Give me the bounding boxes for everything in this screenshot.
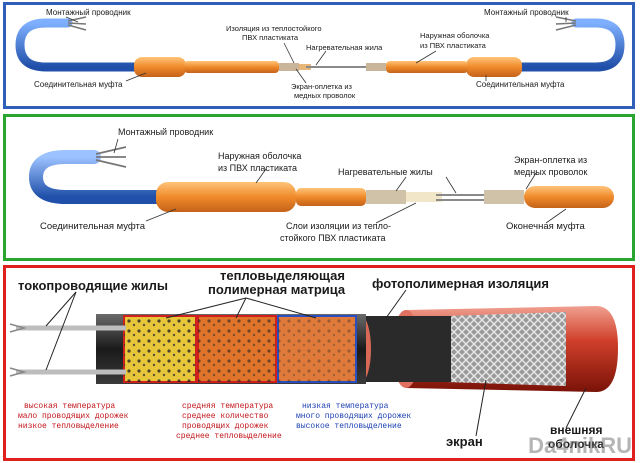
label-coupling: Соединительная муфта xyxy=(40,221,146,232)
label-mount-left: Монтажный проводник xyxy=(46,8,131,17)
braid-segment xyxy=(366,63,386,71)
zone-high-line-1: высокая температура xyxy=(24,402,115,411)
label-insulation-1: Изоляция из теплостойкого xyxy=(226,24,322,33)
label-matrix-2: полимерная матрица xyxy=(208,282,346,297)
coupling xyxy=(156,182,296,212)
label-end-coupling: Оконечная муфта xyxy=(506,221,586,232)
label-screen-2: медных проволок xyxy=(514,167,587,177)
label-outer-2: из ПВХ пластиката xyxy=(420,41,487,50)
zone-caption-mid: средняя температура среднее количество п… xyxy=(176,402,282,441)
outer-sheath xyxy=(296,188,366,206)
zone-low-line-3: высокое тепловыделение xyxy=(296,422,402,431)
wire-ends xyxy=(95,146,127,168)
zone-mid-line-4: среднее тепловыделение xyxy=(176,432,282,441)
zone-low-line-2: много проводящих дорожек xyxy=(296,412,411,421)
label-heating-cores: Нагревательные жилы xyxy=(338,167,433,177)
photopolymer-insulation xyxy=(361,316,451,382)
insulation-layer xyxy=(406,192,442,202)
diagram-cable-2: Монтажный проводник Наружная оболочка из… xyxy=(28,127,614,243)
label-insulation-1: Слои изоляции из тепло- xyxy=(286,221,391,231)
coupling-right xyxy=(466,57,522,77)
label-outer-2: из ПВХ пластиката xyxy=(218,163,297,173)
panel-self-regulating-cable: токопроводящие жилы тепловыделяющая поли… xyxy=(3,265,635,461)
label-outer-1: Наружная оболочка xyxy=(218,151,301,161)
label-outer-1: Наружная оболочка xyxy=(420,31,490,40)
mounting-wire-left xyxy=(15,18,141,72)
mounting-wire-right xyxy=(511,18,625,72)
panel-heating-cable-middle: Монтажный проводник Наружная оболочка из… xyxy=(3,114,635,261)
zone-caption-low: низкая температура много проводящих доро… xyxy=(296,402,411,431)
label-coupling-left: Соединительная муфта xyxy=(34,80,123,89)
conductor-strands xyxy=(9,323,27,377)
braid-segment xyxy=(279,63,299,71)
zone-low-line-1: низкая температура xyxy=(302,402,389,411)
cable-segment xyxy=(184,61,279,73)
diagram-self-regulating: токопроводящие жилы тепловыделяющая поли… xyxy=(9,268,618,451)
label-screen: экран xyxy=(446,434,483,449)
label-matrix-1: тепловыделяющая xyxy=(220,268,345,283)
zone-mid-line-2: среднее количество xyxy=(182,412,269,421)
braid-segment xyxy=(484,190,524,204)
panel-heating-cable-top: Монтажный проводник Монтажный проводник … xyxy=(3,2,635,109)
label-mount-right: Монтажный проводник xyxy=(484,8,569,17)
mounting-wire xyxy=(28,150,173,204)
zone-high-line-2: мало проводящих дорожек xyxy=(18,412,129,421)
label-screen-1: Экран-оплетка из xyxy=(514,155,587,165)
label-mount: Монтажный проводник xyxy=(118,127,213,137)
label-heating-core: Нагревательная жила xyxy=(306,43,383,52)
label-insulation-2: стойкого ПВХ пластиката xyxy=(280,233,386,243)
zone-high-line-3: низкое тепловыделение xyxy=(18,422,119,431)
insulation-segment xyxy=(299,64,311,70)
label-screen-1: Экран-оплетка из xyxy=(291,82,353,91)
cable-segment xyxy=(386,61,468,73)
zone-caption-high: высокая температура мало проводящих доро… xyxy=(18,402,129,431)
screen-braid xyxy=(446,312,566,386)
coupling-left xyxy=(134,57,186,77)
zone-mid-line-3: проводящих дорожек xyxy=(182,422,269,431)
label-insulation-2: ПВХ пластиката xyxy=(242,33,299,42)
label-outer-1: внешняя xyxy=(550,423,603,437)
label-outer-2: оболочка xyxy=(548,437,604,451)
diagram-cable-1: Монтажный проводник Монтажный проводник … xyxy=(15,8,625,100)
braid-segment xyxy=(366,190,406,204)
watermark: Da4nikRU xyxy=(528,433,632,458)
label-screen-2: медных проволок xyxy=(294,91,356,100)
label-photopolymer: фотополимерная изоляция xyxy=(372,276,549,291)
label-conductors: токопроводящие жилы xyxy=(18,278,168,293)
label-coupling-right: Соединительная муфта xyxy=(476,80,565,89)
zone-mid-line-1: средняя температура xyxy=(182,402,273,411)
end-coupling xyxy=(524,186,614,208)
wire-ends-left xyxy=(67,16,87,31)
